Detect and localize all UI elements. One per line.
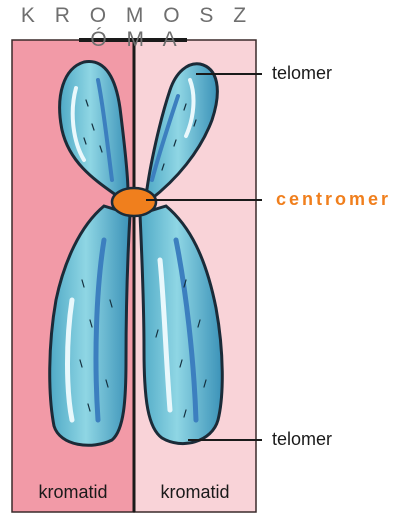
telomer-top-label: telomer xyxy=(272,63,332,84)
diagram-title: K R O M O S Z Ó M A xyxy=(12,4,262,52)
chromatid-left-label: kromatid xyxy=(14,482,132,503)
chromatid-right-label: kromatid xyxy=(136,482,254,503)
centromer-label: centromer xyxy=(276,189,391,210)
telomer-bottom-label: telomer xyxy=(272,429,332,450)
centromere xyxy=(112,188,156,216)
